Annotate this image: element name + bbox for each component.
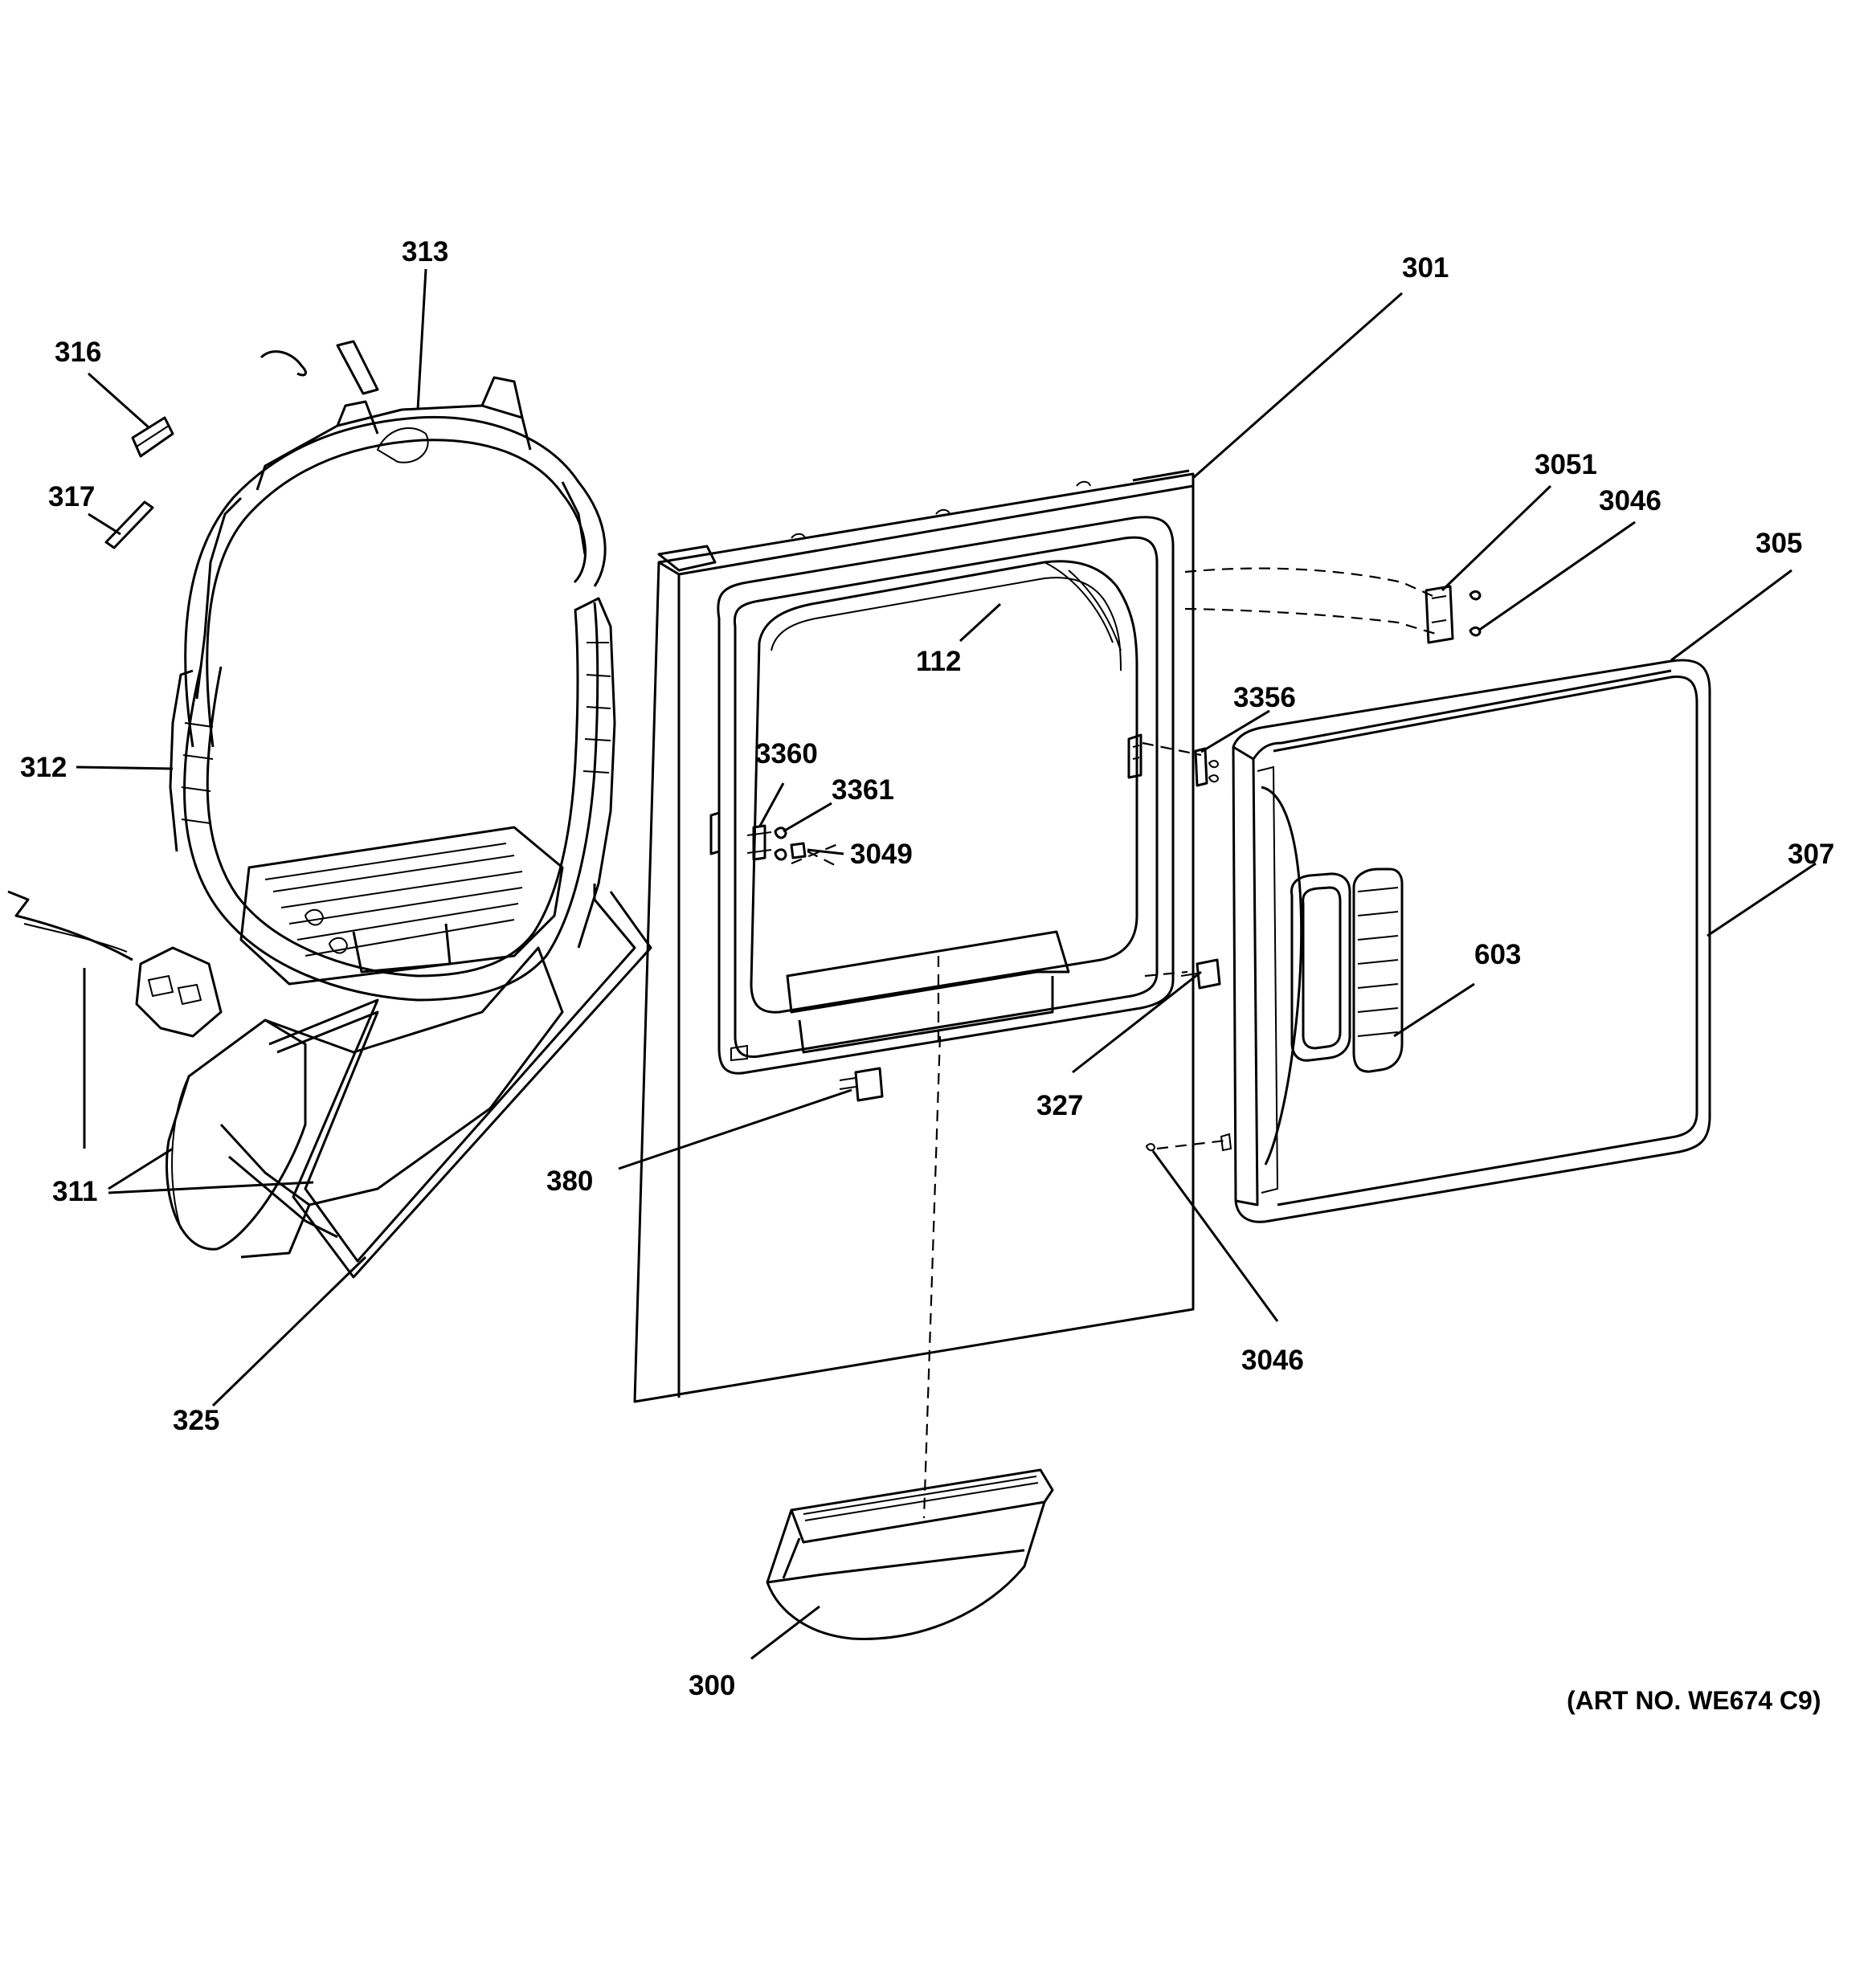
callout-307: 307 <box>1788 839 1834 870</box>
door-hinge-3051 <box>1425 585 1482 644</box>
callout-305: 305 <box>1756 528 1802 559</box>
leader-lines <box>76 268 1817 1660</box>
bulkhead-ring-lower <box>169 597 616 1002</box>
callout-312: 312 <box>20 752 67 783</box>
front-panel <box>633 469 1195 1403</box>
callout-317: 317 <box>48 481 95 512</box>
art-number: (ART NO. WE674 C9) <box>1567 1686 1821 1715</box>
callout-3356: 3356 <box>1233 682 1296 713</box>
screw-3046-bottom <box>1145 1133 1232 1152</box>
door-switch-380 <box>839 1067 884 1102</box>
callout-112: 112 <box>916 646 961 677</box>
lint-filter <box>766 1468 1054 1640</box>
callout-311: 311 <box>52 1176 97 1207</box>
callout-380: 380 <box>546 1165 593 1197</box>
lint-trap-housing <box>239 826 564 986</box>
callout-3046-bottom: 3046 <box>1241 1345 1304 1376</box>
callout-325: 325 <box>173 1405 219 1436</box>
duct-seal-325 <box>268 884 652 1279</box>
callout-3046-top: 3046 <box>1599 485 1662 516</box>
bulkhead-ring-upper <box>184 376 607 748</box>
assembly-dashed-lines <box>791 567 1439 1519</box>
exhaust-duct <box>135 946 564 1259</box>
door-strike-3356-327 <box>1180 747 1221 990</box>
door-assembly <box>1232 659 1711 1223</box>
callout-3361: 3361 <box>832 774 894 806</box>
callout-603: 603 <box>1474 939 1521 970</box>
callout-313: 313 <box>402 236 448 267</box>
callout-3049: 3049 <box>850 839 913 870</box>
callout-301: 301 <box>1402 252 1449 284</box>
callout-316: 316 <box>55 337 101 368</box>
callout-327: 327 <box>1036 1090 1083 1121</box>
callout-3051: 3051 <box>1535 449 1597 480</box>
callout-3360: 3360 <box>755 738 818 769</box>
small-parts-316-317 <box>7 340 379 961</box>
callout-300: 300 <box>689 1670 735 1701</box>
